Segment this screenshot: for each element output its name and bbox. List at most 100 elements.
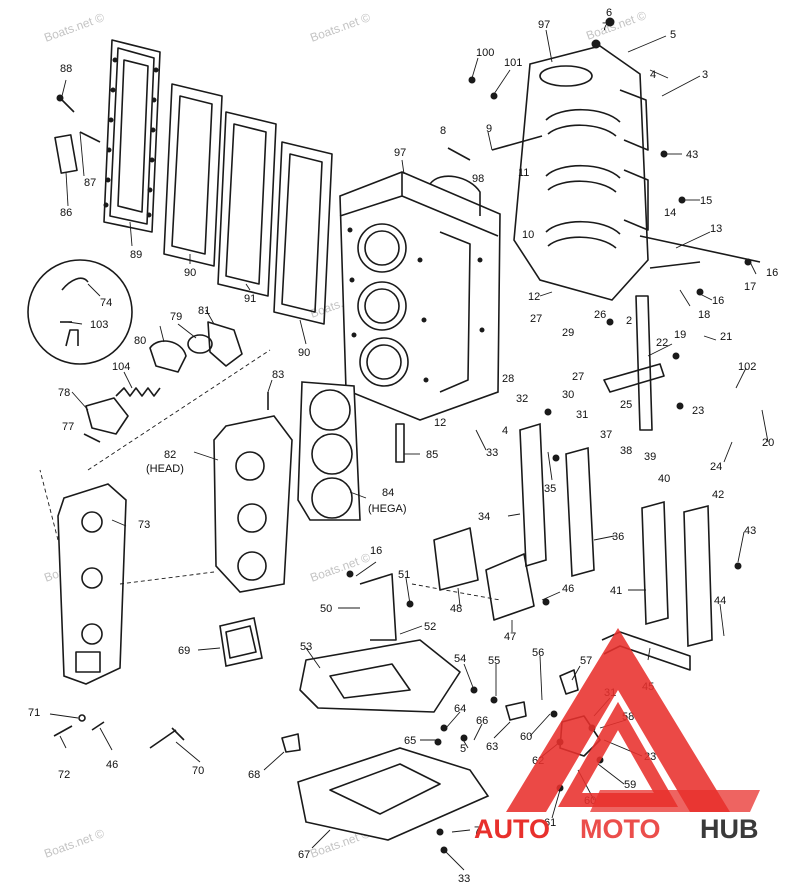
plate-86 <box>54 134 78 174</box>
screw-72 <box>53 725 73 737</box>
logo-text-auto: AUTO <box>474 814 550 844</box>
label-15: 15 <box>700 195 712 207</box>
watermark: Boats.net © <box>584 8 648 43</box>
label-16a: 16 <box>766 267 778 279</box>
gasket-90 <box>163 83 223 267</box>
label-64: 64 <box>454 703 466 715</box>
gasket-53 <box>299 639 461 713</box>
automotohub-logo: AUTO MOTO HUB <box>474 628 760 844</box>
label-4b: 4 <box>502 425 508 437</box>
label-89: 89 <box>130 249 142 261</box>
label-43b: 43 <box>744 525 756 537</box>
bracket-50 <box>359 573 397 641</box>
label-97a: 97 <box>394 147 406 159</box>
label-26: 26 <box>594 309 606 321</box>
pin-85 <box>395 423 405 463</box>
label-48: 48 <box>450 603 462 615</box>
label-33a: 33 <box>486 447 498 459</box>
label-40: 40 <box>658 473 670 485</box>
label-70: 70 <box>192 765 204 777</box>
label-80: 80 <box>134 335 146 347</box>
module-69 <box>219 617 263 667</box>
label-51: 51 <box>398 569 410 581</box>
linkage-parts <box>395 135 761 463</box>
cover-41 <box>641 500 669 626</box>
label-78: 78 <box>58 387 70 399</box>
spring-104 <box>115 387 161 397</box>
adapter-plates <box>281 639 490 841</box>
label-31a: 31 <box>576 409 588 421</box>
label-12b: 12 <box>434 417 446 429</box>
label-100: 100 <box>476 47 494 59</box>
label-4: 4 <box>650 69 656 81</box>
rod-17 <box>639 235 761 263</box>
port-covers <box>519 422 713 648</box>
small-parts-bottom-left <box>53 714 185 749</box>
thermostat-group <box>27 259 243 443</box>
cover-42 <box>683 504 713 648</box>
label-39: 39 <box>644 451 656 463</box>
part-labels: 88 87 86 89 90 91 90 74 103 80 79 81 104… <box>28 7 778 885</box>
label-10: 10 <box>522 229 534 241</box>
shaft-19 <box>635 295 653 431</box>
bracket-48 <box>433 527 479 591</box>
label-37: 37 <box>600 429 612 441</box>
fitting-68 <box>281 733 301 753</box>
label-12a: 12 <box>528 291 540 303</box>
label-head: (HEAD) <box>146 463 184 475</box>
label-30: 30 <box>562 389 574 401</box>
cylinder-block-97 <box>339 171 501 421</box>
label-47: 47 <box>504 631 516 643</box>
label-5: 5 <box>670 29 676 41</box>
label-46b: 46 <box>106 759 118 771</box>
label-8: 8 <box>440 125 446 137</box>
label-90: 90 <box>184 267 196 279</box>
label-90b: 90 <box>298 347 310 359</box>
label-65: 65 <box>404 735 416 747</box>
screw-77 <box>83 433 101 443</box>
cylinder-head-group <box>213 381 361 593</box>
label-87: 87 <box>84 177 96 189</box>
label-17: 17 <box>744 281 756 293</box>
watermark: Boats.net © <box>308 550 372 585</box>
logo-text-moto: MOTO <box>580 814 661 844</box>
gasket-90b <box>273 141 333 325</box>
watermark: Boats.net © <box>42 10 106 45</box>
label-66: 66 <box>476 715 488 727</box>
label-53: 53 <box>300 641 312 653</box>
logo-text-hub: HUB <box>700 814 759 844</box>
watermark: Boats.net © <box>42 826 106 861</box>
label-71: 71 <box>28 707 40 719</box>
label-82: 82 <box>164 449 176 461</box>
label-33b: 33 <box>458 873 470 885</box>
label-86: 86 <box>60 207 72 219</box>
exhaust-cover-group <box>54 39 333 325</box>
label-23a: 23 <box>692 405 704 417</box>
pin-8 <box>447 147 471 161</box>
watermark: Boats.net © <box>308 10 372 45</box>
arm-25 <box>603 363 665 393</box>
bolt-87 <box>79 131 101 143</box>
label-3: 3 <box>702 69 708 81</box>
label-9: 9 <box>486 123 492 135</box>
label-44: 44 <box>714 595 726 607</box>
gasket-79 <box>187 334 213 354</box>
label-98: 98 <box>472 173 484 185</box>
bracket-47 <box>485 553 535 621</box>
detail-circle <box>27 259 133 365</box>
label-42: 42 <box>712 489 724 501</box>
cover-34 <box>519 422 547 568</box>
label-81: 81 <box>198 305 210 317</box>
elbow-57 <box>559 669 579 695</box>
label-84: 84 <box>382 487 394 499</box>
label-61: 61 <box>544 817 556 829</box>
label-73: 73 <box>138 519 150 531</box>
label-11: 11 <box>518 167 529 179</box>
crankcase-97 <box>513 45 649 301</box>
label-50: 50 <box>320 603 332 615</box>
logo-triangle-icon <box>506 628 730 812</box>
label-60a: 60 <box>520 731 532 743</box>
label-67: 67 <box>298 849 310 861</box>
label-102: 102 <box>738 361 756 373</box>
exhaust-cover-89 <box>103 39 161 233</box>
